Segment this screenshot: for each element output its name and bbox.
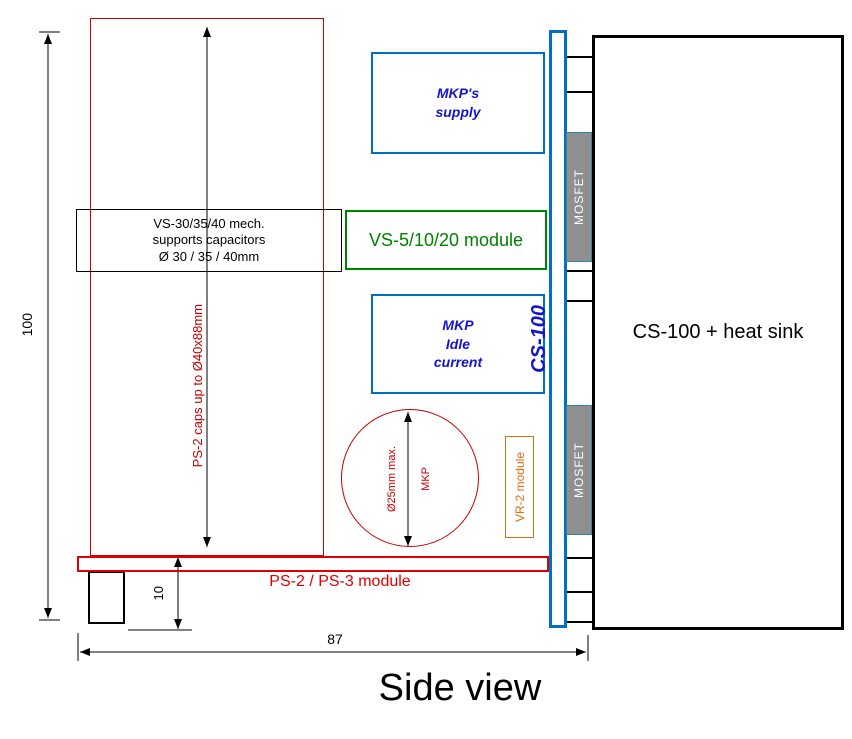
mosfet-top-box: MOSFET [566,132,592,262]
cap-name-label: MKP [420,467,432,491]
supports-note-text: VS-30/35/40 mech. supports capacitors Ø … [152,216,266,264]
heatsink-label: CS-100 + heat sink [632,321,804,343]
dim-foot-label: 10 [150,585,166,601]
supports-note-box: VS-30/35/40 mech. supports capacitors Ø … [76,209,342,272]
mkp-idle-label: MKP Idle current [433,316,483,371]
mkp-capacitor-circle [341,409,479,547]
ps2-board-bar [77,556,549,572]
dim-width-label: 87 [327,631,343,647]
cap-diameter-label: Ø25mm max. [386,445,398,512]
mounting-foot [88,571,125,624]
mkp-supply-box: MKP's supply [371,52,545,154]
view-title: Side view [378,666,542,709]
vs-module-box: VS-5/10/20 module [345,210,547,270]
mkp-supply-label: MKP's supply [435,85,481,120]
heatsink-box: CS-100 + heat sink [592,35,844,630]
dim-height-label: 100 [19,313,35,337]
connector-pins [567,56,592,623]
vr2-module-box: VR-2 module [505,436,534,538]
mosfet-bottom-label: MOSFET [572,442,586,498]
mosfet-bottom-box: MOSFET [566,405,592,535]
vs-module-label: VS-5/10/20 module [368,229,524,250]
caps-area-label: PS-2 caps up to Ø40x88mm [189,304,205,468]
mosfet-top-label: MOSFET [572,169,586,225]
cs100-board-bar [549,30,567,628]
ps2-caps-area-outline [90,18,324,556]
vr2-module-label: VR-2 module [512,451,527,523]
cs100-board-label: CS-100 [527,305,550,373]
mkp-idle-box: MKP Idle current [371,294,545,394]
ps2-board-label: PS-2 / PS-3 module [269,573,411,590]
